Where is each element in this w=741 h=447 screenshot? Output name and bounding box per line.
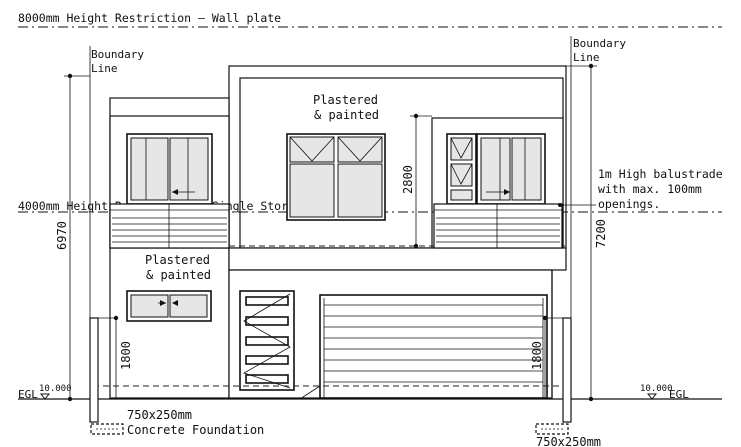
dimension-left-height: 6970 (55, 73, 90, 402)
dimension-left-height-label: 6970 (55, 221, 69, 250)
dimension-left-lower-label: 1800 (119, 341, 133, 370)
entry-door (239, 290, 295, 391)
plastered-lower-label-1: Plastered (145, 253, 210, 267)
balustrade-note: 1m High balustrade with max. 100mm openi… (558, 167, 723, 211)
dimension-right-lower: 1800 (530, 315, 548, 399)
footing-left-label-1: 750x250mm (127, 408, 192, 422)
balustrade-label-3: openings. (598, 197, 660, 211)
left-footing: 750x250mm Concrete Foundation (90, 408, 264, 437)
balustrade-right (433, 203, 563, 249)
dimension-right-lower-label: 1800 (530, 341, 544, 370)
egl-marker-right: 10.000 EGL (640, 384, 689, 401)
plastered-lower-label-2: & painted (146, 268, 211, 282)
balustrade-left (109, 203, 230, 249)
level-left-label: 10.000 (39, 384, 72, 394)
upper-centre-window (286, 133, 386, 221)
boundary-line-right: Boundary Line (570, 36, 626, 398)
balustrade-label-2: with max. 100mm (598, 182, 702, 196)
footing-left-label-2: Concrete Foundation (127, 423, 264, 437)
footing-right-label-1: 750x250mm (536, 435, 601, 447)
plastered-upper-label-1: Plastered (313, 93, 378, 107)
boundary-right-label-2: Line (573, 51, 600, 64)
boundary-left-label-1: Boundary (91, 48, 144, 61)
upper-left-sliding-door (126, 133, 213, 205)
upper-right-sliding-door (476, 133, 546, 205)
boundary-left-label-2: Line (91, 62, 118, 75)
dimension-left-lower: 1800 (113, 315, 133, 399)
garage-door (319, 294, 548, 399)
egl-right-label: EGL (669, 388, 689, 401)
egl-left-label: EGL (18, 388, 38, 401)
dimension-right-height-label: 7200 (594, 219, 608, 248)
dimension-upper-floor-label: 2800 (401, 165, 415, 194)
plastered-upper-label-2: & painted (314, 108, 379, 122)
height-8000-label: 8000mm Height Restriction – Wall plate (18, 11, 281, 25)
egl-marker-left: EGL 10.000 (18, 384, 72, 401)
lower-left-window (126, 290, 212, 322)
level-right-label: 10.000 (640, 384, 673, 394)
dimension-upper-floor: 2800 (401, 113, 432, 249)
ground-line (18, 385, 722, 400)
boundary-right-label-1: Boundary (573, 37, 626, 50)
right-footing: 750x250mm (535, 423, 601, 447)
dimension-right-height: 7200 (566, 63, 608, 402)
upper-right-window (446, 133, 477, 205)
right-fence-post (545, 317, 572, 423)
balustrade-label-1: 1m High balustrade (598, 167, 723, 181)
height-restriction-8000: 8000mm Height Restriction – Wall plate (18, 11, 722, 28)
